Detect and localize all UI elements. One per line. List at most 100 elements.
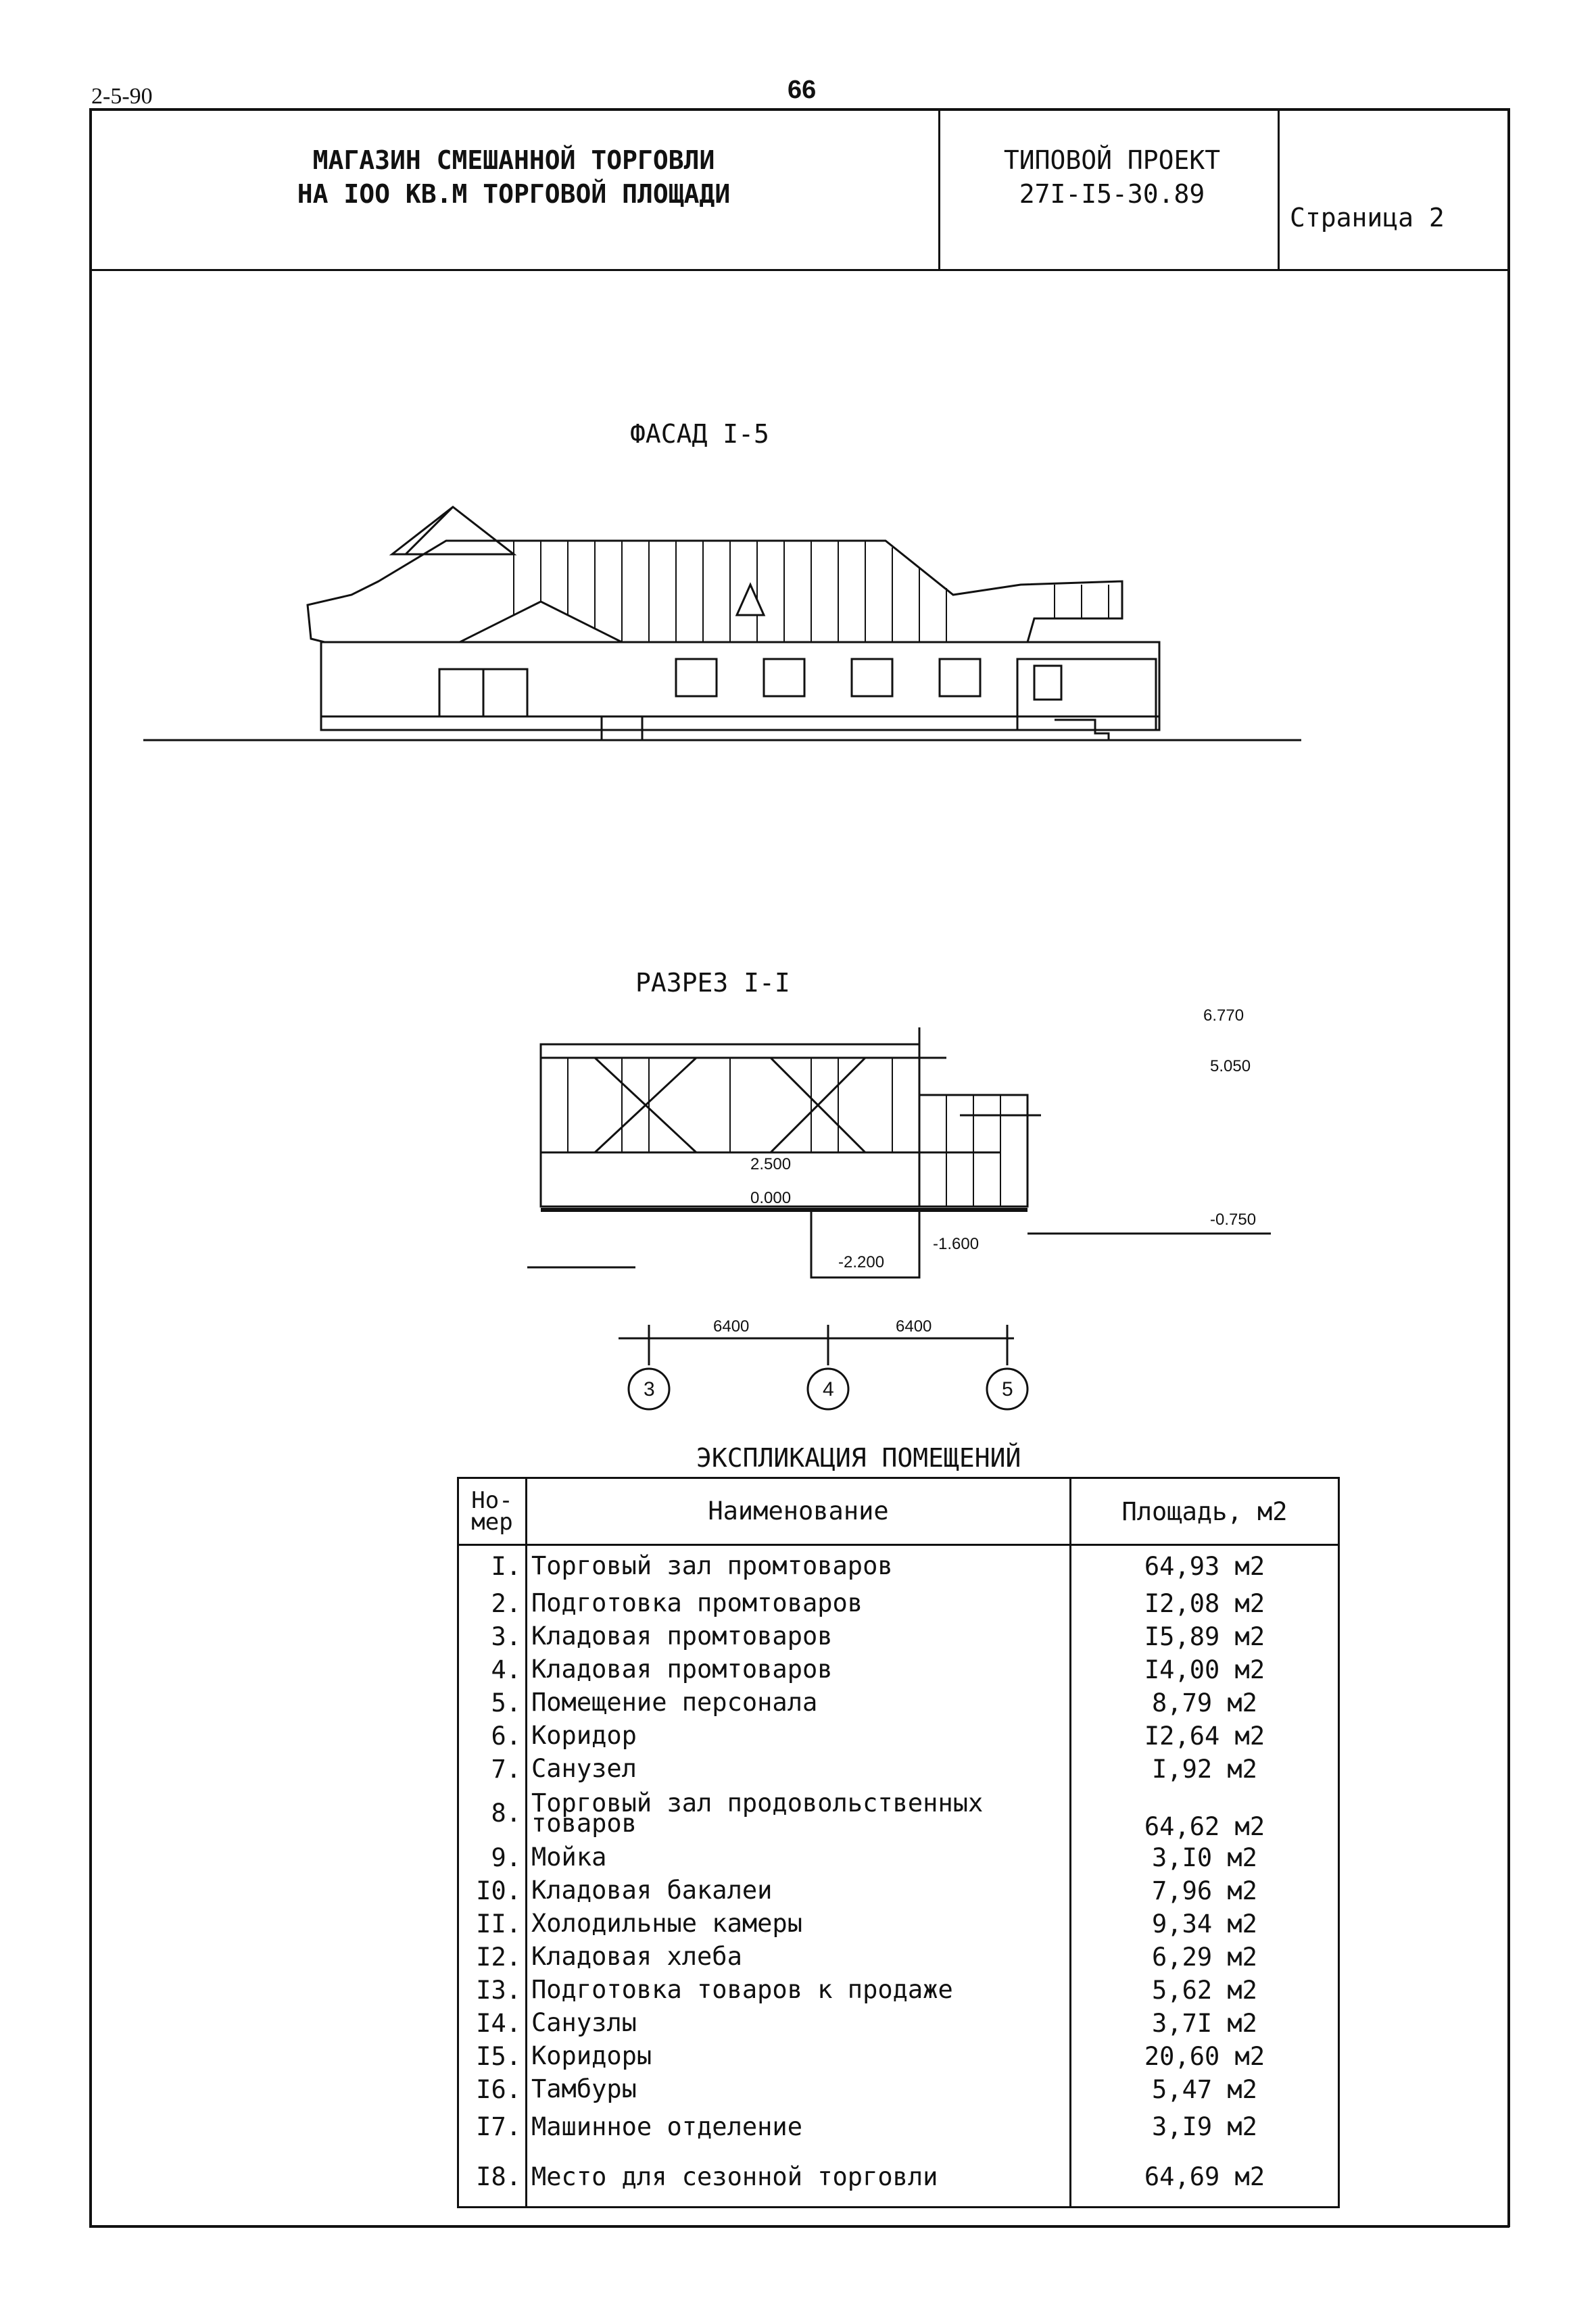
- mark-6770: 6.770: [1203, 1006, 1244, 1025]
- title-block-divider-2: [1278, 108, 1280, 270]
- row-name: Помещение персонала: [526, 1686, 1071, 1720]
- title-block-divider-1: [938, 108, 940, 270]
- row-area: I5,89 м2: [1070, 1619, 1340, 1653]
- row-area: I,92 м2: [1070, 1752, 1340, 1786]
- row-area: 5,47 м2: [1070, 2072, 1340, 2106]
- row-name: Тамбуры: [526, 2072, 1071, 2106]
- row-number: 9.: [457, 1841, 527, 1874]
- row-name: Коридор: [526, 1719, 1071, 1753]
- project-line-1: ТИПОВОЙ ПРОЕКТ: [1003, 145, 1221, 175]
- axis-5: 5: [1002, 1378, 1013, 1400]
- row-area: 5,62 м2: [1070, 1973, 1340, 2007]
- row-number: I3.: [457, 1973, 527, 2007]
- row-name: Кладовая промтоваров: [526, 1619, 1071, 1653]
- row-number: 3.: [457, 1619, 527, 1653]
- header-area: Площадь, м2: [1069, 1477, 1340, 1546]
- row-area: I4,00 м2: [1070, 1653, 1340, 1686]
- row-name: Подготовка промтоваров: [526, 1586, 1071, 1620]
- row-number: 4.: [457, 1653, 527, 1686]
- row-area: 8,79 м2: [1070, 1686, 1340, 1720]
- row-number: I.: [457, 1544, 527, 1587]
- project-code-block: ТИПОВОЙ ПРОЕКТ 27I-I5-30.89: [943, 143, 1281, 211]
- header-number: Но-мер: [457, 1477, 527, 1546]
- title-line-1: МАГАЗИН СМЕШАННОЙ ТОРГОВЛИ: [312, 145, 715, 175]
- frame-left: [89, 108, 92, 2227]
- row-name: Подготовка товаров к продаже: [526, 1973, 1071, 2007]
- row-area: 3,I0 м2: [1070, 1841, 1340, 1874]
- mark-minus-1600: -1.600: [933, 1235, 979, 1253]
- row-name: Кладовая промтоваров: [526, 1653, 1071, 1686]
- row-area: 7,96 м2: [1070, 1874, 1340, 1907]
- title-line-2: НА IOO КВ.М ТОРГОВОЙ ПЛОЩАДИ: [297, 179, 731, 209]
- title-block-bottom: [89, 269, 1509, 271]
- row-name: Мойка: [526, 1841, 1071, 1874]
- document-title: МАГАЗИН СМЕШАННОЙ ТОРГОВЛИ НА IOO КВ.М Т…: [95, 143, 933, 211]
- row-name: Машинное отделение: [526, 2105, 1071, 2148]
- row-area: 64,93 м2: [1070, 1544, 1340, 1587]
- row-name: Санузел: [526, 1752, 1071, 1786]
- dimension-right: 6400: [896, 1317, 932, 1336]
- row-number: 2.: [457, 1586, 527, 1620]
- frame-bottom: [89, 2225, 1509, 2228]
- section-drawing: 6.770 5.050 -0.750 2.500 0.000 -2.200 -1…: [527, 1006, 1271, 1411]
- row-name: Место для сезонной торговли: [526, 2147, 1071, 2208]
- row-number: 5.: [457, 1686, 527, 1720]
- row-area: 20,60 м2: [1070, 2039, 1340, 2073]
- row-name: Кладовая хлеба: [526, 1940, 1071, 1974]
- mark-2500: 2.500: [750, 1155, 791, 1173]
- row-area: 3,7I м2: [1070, 2006, 1340, 2040]
- row-number: I7.: [457, 2105, 527, 2148]
- row-area: 9,34 м2: [1070, 1907, 1340, 1941]
- row-number: 6.: [457, 1719, 527, 1753]
- row-number: I8.: [457, 2147, 527, 2208]
- row-name: Холодильные камеры: [526, 1907, 1071, 1941]
- axis-3: 3: [644, 1378, 655, 1400]
- project-line-2: 27I-I5-30.89: [1019, 179, 1205, 209]
- row-area: I2,08 м2: [1070, 1586, 1340, 1620]
- frame-right: [1507, 108, 1510, 2227]
- row-number: I0.: [457, 1874, 527, 1907]
- axis-4: 4: [823, 1378, 834, 1400]
- facade-drawing: [143, 506, 1301, 741]
- row-number: 8.: [457, 1785, 527, 1841]
- row-number: I5.: [457, 2039, 527, 2073]
- row-area: 64,69 м2: [1070, 2147, 1340, 2208]
- mark-minus-2200: -2.200: [838, 1253, 884, 1271]
- row-name: Коридоры: [526, 2039, 1071, 2073]
- row-area: I2,64 м2: [1070, 1719, 1340, 1753]
- dimension-left: 6400: [713, 1317, 749, 1336]
- row-number: II.: [457, 1907, 527, 1941]
- explication-title: ЭКСПЛИКАЦИЯ ПОМЕЩЕНИЙ: [696, 1443, 1021, 1473]
- facade-title: ФАСАД I-5: [630, 419, 769, 449]
- header-name: Наименование: [525, 1477, 1071, 1546]
- row-area: 3,I9 м2: [1070, 2105, 1340, 2148]
- table-row: 8.Торговый зал продовольственных товаров…: [457, 1785, 1340, 1841]
- document-code: 2-5-90: [91, 84, 153, 109]
- row-area: 64,62 м2: [1070, 1785, 1340, 1841]
- frame-top: [89, 108, 1509, 111]
- row-number: I6.: [457, 2072, 527, 2106]
- row-name: Торговый зал продовольственных товаров: [526, 1785, 1071, 1841]
- explication-table: Но-мер Наименование Площадь, м2 I.Торгов…: [457, 1477, 1340, 2208]
- row-name: Санузлы: [526, 2006, 1071, 2040]
- mark-minus-0750: -0.750: [1210, 1211, 1256, 1229]
- row-name: Торговый зал промтоваров: [526, 1544, 1071, 1587]
- mark-0000: 0.000: [750, 1189, 791, 1207]
- row-number: I2.: [457, 1940, 527, 1974]
